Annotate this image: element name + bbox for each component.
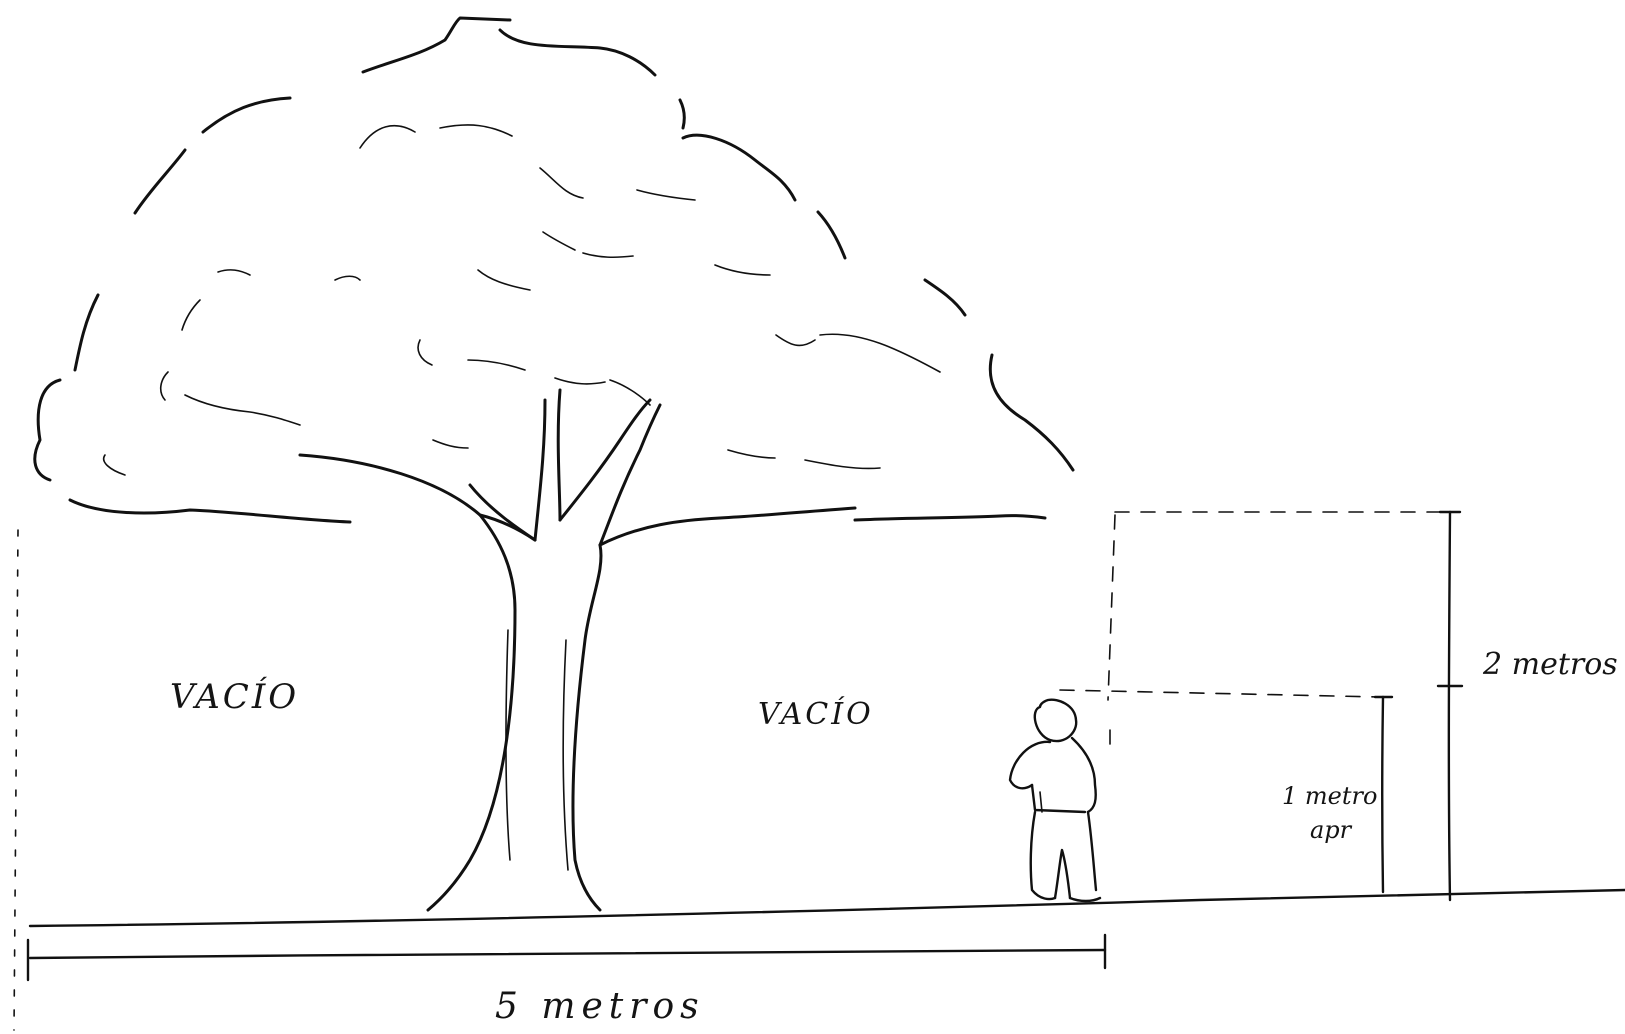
left-void-label: VACÍO <box>170 677 300 717</box>
ground-line <box>28 888 1625 928</box>
one-meter-dimension <box>1373 695 1394 894</box>
right-void-label: VACÍO <box>758 697 874 732</box>
tree-trunk <box>298 388 857 912</box>
two-meters-label: 2 metros <box>1483 647 1618 682</box>
clearance-box <box>1059 511 1451 756</box>
canopy-texture <box>103 124 941 476</box>
five-meters-label: 5 metros <box>495 986 705 1027</box>
one-meter-note-label: apr <box>1310 816 1352 844</box>
one-meter-label: 1 metro <box>1282 782 1378 810</box>
left-edge-dashes <box>13 529 19 1031</box>
five-meter-dimension <box>26 933 1107 982</box>
tree-canopy <box>33 16 1075 524</box>
two-meter-dimension <box>1436 510 1464 902</box>
person-figure <box>1008 698 1102 903</box>
